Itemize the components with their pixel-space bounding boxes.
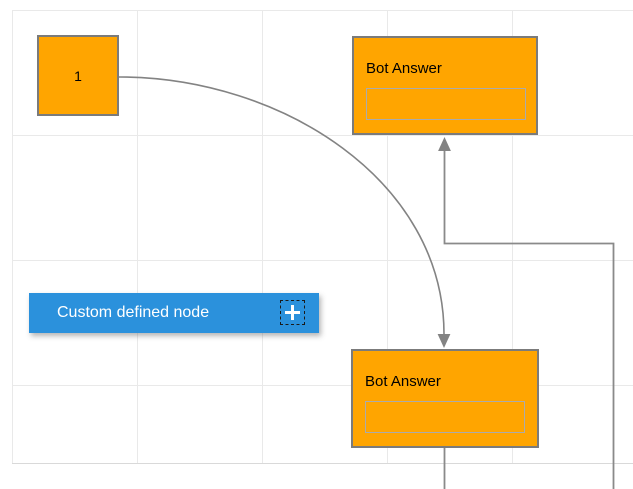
node-title: Bot Answer (366, 60, 442, 77)
bot-answer-input[interactable] (365, 401, 525, 433)
connector-bezier-path[interactable] (118, 76, 445, 335)
plus-icon (285, 305, 300, 320)
node-custom-defined[interactable]: Custom defined node (29, 293, 319, 333)
node-start[interactable]: 1 (37, 35, 119, 116)
node-start-label: 1 (74, 67, 82, 84)
node-title: Bot Answer (365, 373, 441, 390)
bot-answer-input[interactable] (366, 88, 526, 120)
custom-node-label: Custom defined node (57, 304, 210, 321)
connector-orthogonal[interactable] (443, 151, 615, 489)
arrowhead-down-icon (437, 334, 451, 348)
connector-bezier[interactable] (118, 76, 445, 335)
node-bot-answer-bottom[interactable]: Bot Answer (351, 349, 539, 448)
node-bot-answer-top[interactable]: Bot Answer (352, 36, 538, 135)
connector-orthogonal-segment[interactable] (443, 151, 615, 489)
arrowhead-up-icon (438, 137, 451, 151)
add-node-button[interactable] (280, 300, 305, 325)
